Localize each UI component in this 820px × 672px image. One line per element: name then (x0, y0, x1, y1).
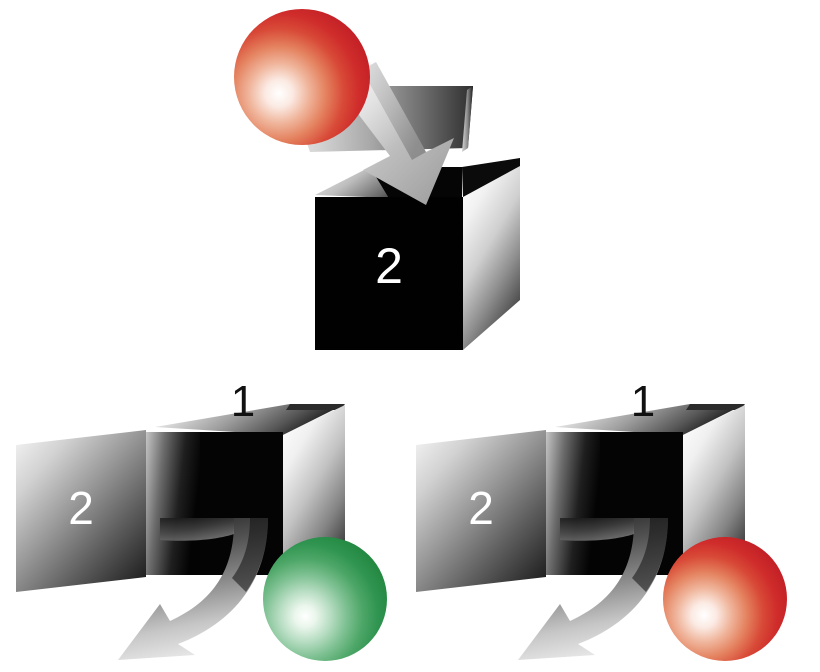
front-number: 2 (468, 482, 494, 534)
red-sphere (663, 537, 787, 661)
box-front-face (315, 197, 463, 350)
front-number: 2 (68, 482, 94, 534)
lid-number: 1 (231, 377, 255, 426)
door-face (416, 430, 546, 592)
arrow-back-shade (632, 518, 668, 592)
lid-top-surface (155, 404, 345, 435)
panel-open-box-red-exiting: 1 2 (410, 372, 820, 672)
box-body: 2 (315, 158, 520, 350)
interior-left-wall (544, 432, 600, 575)
panel-closed-box-entering: 1 2 (230, 0, 550, 372)
arrow-shading (362, 62, 426, 160)
box-lid: 1 (155, 377, 345, 435)
box-open-door: 2 (416, 430, 546, 592)
arrow-body (118, 518, 268, 660)
arrow-inner-shade (160, 518, 234, 541)
panel-open-box-green-exiting: 1 2 (0, 372, 410, 672)
arrow-back-shade (232, 518, 268, 592)
green-sphere (263, 537, 387, 661)
lid-back-edge (286, 404, 345, 410)
box-open-door: 2 (16, 430, 146, 592)
arrow-inner-shade (560, 518, 634, 541)
box-right-face (683, 405, 745, 577)
arrow-out-of-box (518, 518, 668, 660)
front-number: 2 (375, 238, 403, 294)
lid-top-surface (555, 404, 745, 435)
arrow-body (518, 518, 668, 660)
box-right-face (463, 158, 520, 350)
box-right-face (283, 405, 345, 577)
box-lid: 1 (555, 377, 745, 435)
door-face (16, 430, 146, 592)
red-sphere (234, 9, 370, 145)
arrow-out-of-box (118, 518, 268, 660)
box-rim-right (462, 158, 520, 197)
lid-back-edge (686, 404, 745, 410)
lid-number: 1 (631, 377, 655, 426)
interior-left-wall (144, 432, 200, 575)
lid-edge (462, 86, 473, 152)
